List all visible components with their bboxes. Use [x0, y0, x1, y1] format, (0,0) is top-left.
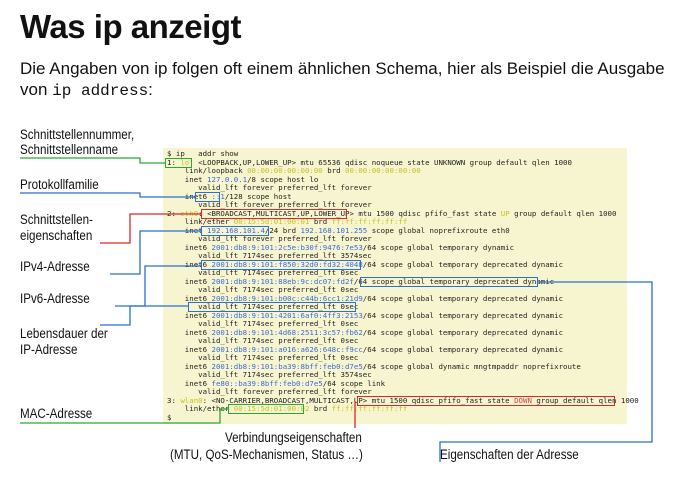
highlight-address-properties — [360, 277, 538, 287]
connector-address-properties — [439, 281, 653, 462]
label-connection-properties-1: Verbindungseigenschaften — [225, 430, 362, 445]
terminal-line: 1: lo: <LOOPBACK,UP,LOWER_UP> mtu 65536 … — [167, 157, 572, 167]
label-interface-properties-2: eigenschaften — [20, 228, 93, 243]
highlight-lifetime — [188, 302, 356, 312]
terminal-line: valid_lft 7174sec preferred_lft 0sec — [167, 302, 359, 311]
label-lifetime-2: IP-Adresse — [20, 342, 78, 357]
highlight-ipv4-address — [201, 226, 269, 236]
connector-ipv6 — [115, 265, 201, 307]
subtitle-text: Die Angaben von ip folgen oft einem ähnl… — [20, 59, 665, 99]
terminal-line: inet6 fe80::ba39:8bff:feb0:d7e5/64 scope… — [167, 378, 386, 388]
subtitle-end: : — [148, 80, 153, 99]
highlight-interface-properties — [201, 209, 347, 219]
terminal-line: valid_lft forever preferred_lft forever — [167, 183, 372, 192]
label-interface-name: Schnittstellenname — [20, 142, 119, 157]
connector-lifetime — [100, 305, 188, 326]
page-subtitle: Die Angaben von ip folgen oft einem ähnl… — [20, 58, 670, 102]
terminal-line: link/loopback 00:00:00:00:00:00 brd 00:0… — [167, 166, 421, 175]
label-mac-address: MAC-Adresse — [20, 406, 93, 421]
connector-mac — [20, 408, 228, 424]
terminal-line: inet 192.168.101.4/24 brd 192.168.101.25… — [167, 225, 510, 235]
terminal-line: $ — [167, 412, 176, 422]
terminal-line: valid_lft 7174sec preferred_lft 3574sec — [167, 370, 372, 379]
terminal-line: inet6 2001:db8:9:101:4201:6af0:4ff3:2153… — [167, 310, 564, 320]
label-address-properties: Eigenschaften der Adresse — [440, 447, 579, 462]
terminal-line: valid_lft 7174sec preferred_lft 0sec — [167, 319, 359, 328]
terminal-line: valid_lft 7174sec preferred_lft 0sec — [167, 336, 359, 345]
terminal-line: inet6 2001:db8:9:101:b00c:c44b:6cc1:21d9… — [167, 293, 564, 303]
terminal-line: 2: eth0: <BROADCAST,MULTICAST,UP,LOWER_U… — [167, 208, 617, 218]
terminal-line: $ ip addr show — [167, 149, 239, 158]
connector-interface-properties — [100, 213, 201, 244]
highlight-interface-name — [165, 158, 192, 168]
highlight-mac-address — [228, 404, 304, 414]
connector-interface-name — [20, 157, 165, 164]
label-interface-number: Schnittstellennummer, — [20, 127, 135, 142]
terminal-line: valid_lft forever preferred_lft forever — [167, 200, 372, 209]
terminal-line: valid_lft 7174sec preferred_lft 0sec — [167, 268, 359, 277]
label-connection-properties-2: (MTU, QoS-Mechanismen, Status …) — [170, 447, 363, 462]
highlight-protocol-family — [195, 192, 220, 202]
connector-ipv4 — [110, 230, 201, 275]
connector-protocol-family — [20, 192, 195, 198]
terminal-line: inet6 2001:db8:9:101:ba39:8bff:feb0:d7e5… — [167, 361, 581, 371]
label-lifetime-1: Lebensdauer der — [20, 326, 108, 341]
label-protocol-family: Protokollfamilie — [20, 177, 99, 192]
terminal-line: valid_lft forever preferred_lft forever — [167, 234, 372, 243]
terminal-line: inet6 2001:db8:9:101:f850:32d0:fd32:4048… — [167, 259, 564, 269]
label-interface-properties-1: Schnittstellen- — [20, 212, 93, 227]
terminal-line: valid_lft forever preferred_lft forever — [167, 387, 372, 396]
page-title: Was ip anzeigt — [20, 8, 241, 45]
highlight-connection-properties — [357, 396, 615, 406]
terminal-line: valid_lft 7174sec preferred_lft 0sec — [167, 285, 359, 294]
highlight-ipv6-address — [201, 260, 361, 270]
terminal-line: inet 127.0.0.1/8 scope host lo — [167, 174, 319, 184]
terminal-line: valid_lft 7174sec preferred_lft 0sec — [167, 353, 359, 362]
label-ipv6-address: IPv6-Adresse — [20, 291, 90, 306]
terminal-line: link/ether 00:15:5d:01:00:01 brd ff:ff:f… — [167, 217, 408, 226]
terminal-line: link/ether 00:15:5d:01:00:02 brd ff:ff:f… — [167, 404, 408, 413]
terminal-line: inet6 2001:db8:9:101:4d68:2511:3c57:fb62… — [167, 327, 564, 337]
label-ipv4-address: IPv4-Adresse — [20, 259, 90, 274]
terminal-line: valid_lft 7174sec preferred_lft 3574sec — [167, 251, 372, 260]
terminal-line: inet6 2001:db8:9:101:a016:a626:648c:f9cc… — [167, 344, 564, 354]
terminal-line: inet6 2001:db8:9:101:2c5e:b30f:9476:7e53… — [167, 242, 515, 252]
subtitle-command: ip address — [52, 82, 149, 100]
terminal-line: 3: wlan0: <NO-CARRIER,BROADCAST,MULTICAS… — [167, 395, 639, 405]
